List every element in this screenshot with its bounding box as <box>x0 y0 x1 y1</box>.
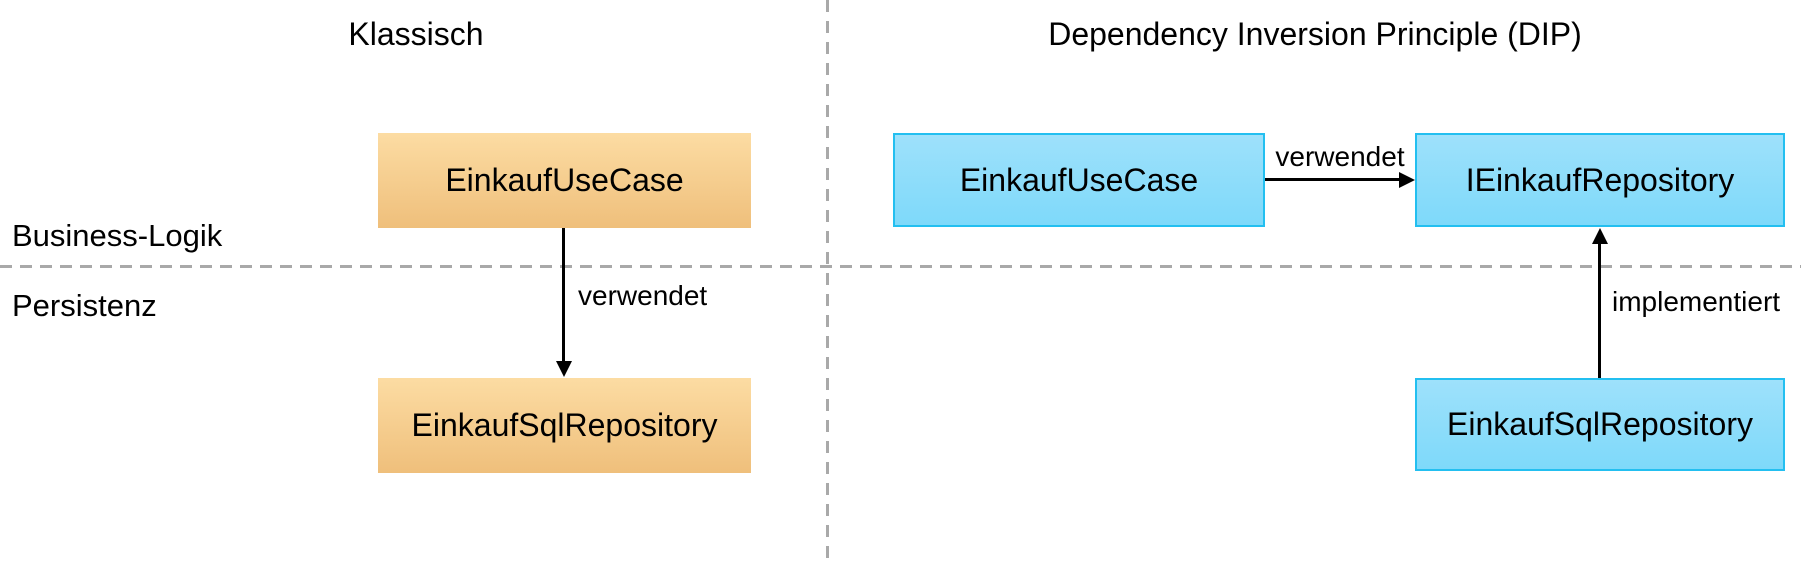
arrow-head-down-icon <box>556 361 572 377</box>
dip-interface-box: IEinkaufRepository <box>1415 133 1785 227</box>
persistence-layer-label: Persistenz <box>12 288 157 323</box>
arrow-head-up-icon <box>1592 228 1608 244</box>
layer-divider-dashed-line <box>0 265 1801 268</box>
dip-uses-arrow-shaft <box>1265 178 1401 181</box>
classic-repository-label: EinkaufSqlRepository <box>411 407 718 443</box>
classic-repository-box: EinkaufSqlRepository <box>378 378 751 473</box>
business-layer-label: Business-Logik <box>12 218 223 253</box>
classic-use-case-label: EinkaufUseCase <box>445 162 684 198</box>
dip-implements-edge-label: implementiert <box>1612 286 1781 317</box>
dip-use-case-box: EinkaufUseCase <box>893 133 1265 227</box>
dip-repository-label: EinkaufSqlRepository <box>1447 406 1753 442</box>
left-panel-title: Klassisch <box>348 16 484 52</box>
dip-interface-label: IEinkaufRepository <box>1465 161 1735 198</box>
classic-uses-edge-label: verwendet <box>578 280 708 311</box>
classic-uses-arrow-shaft <box>562 228 565 362</box>
dip-implements-arrow-shaft <box>1598 242 1601 378</box>
right-panel-title: Dependency Inversion Principle (DIP) <box>1048 16 1582 52</box>
arrow-head-right-icon <box>1399 172 1415 188</box>
panel-divider-dashed-line <box>826 0 829 567</box>
dip-use-case-label: EinkaufUseCase <box>959 161 1199 198</box>
classic-use-case-box: EinkaufUseCase <box>378 133 751 228</box>
dip-uses-edge-label: verwendet <box>1275 141 1405 172</box>
dip-repository-box: EinkaufSqlRepository <box>1415 378 1785 471</box>
